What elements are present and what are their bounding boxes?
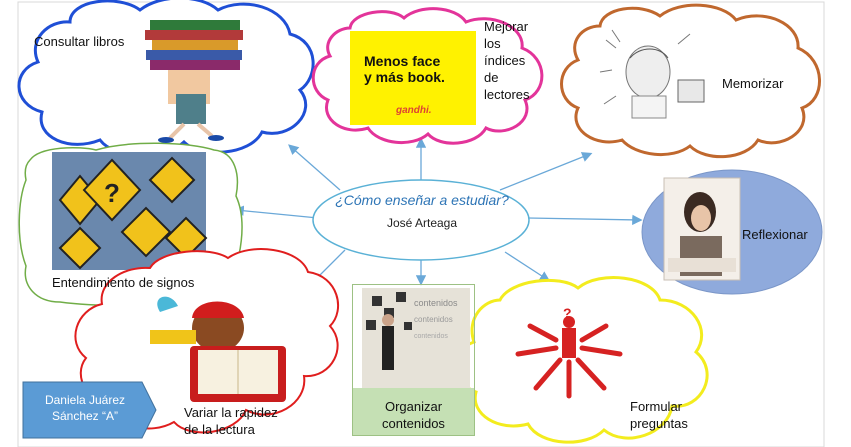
label-reflexionar: Reflexionar — [742, 227, 808, 242]
arrow-memorizar — [499, 152, 593, 191]
organizar-box-caption-bg — [353, 388, 474, 435]
svg-text:contenidos: contenidos — [414, 315, 453, 324]
author-tag-label: Daniela Juárez Sánchez “A” — [44, 393, 126, 423]
organizar-box-frame — [352, 284, 475, 436]
ad-card: Menos face y más book. gandhi. — [350, 31, 476, 125]
center-ellipse — [312, 179, 530, 261]
ad-brand: gandhi. — [396, 105, 432, 116]
label-variar: Variar la rapidez de la lectura — [184, 405, 278, 437]
road-signs-picture: ? — [52, 152, 208, 270]
center-title: ¿Cómo enseñar a estudiar? — [335, 192, 509, 208]
arrow-signos — [233, 205, 319, 219]
question-arrows-picture: ? — [515, 305, 623, 399]
svg-text:contenidos: contenidos — [414, 333, 448, 340]
brain-figure-picture — [599, 29, 705, 119]
label-mejorar: Mejorar los índices de lectores — [484, 19, 530, 102]
label-consultar-libros: Consultar libros — [34, 34, 125, 49]
ad-slogan: Menos face y más book. — [364, 53, 445, 85]
reflexionar-photo — [663, 177, 741, 281]
arrow-formular — [504, 251, 551, 282]
svg-text:?: ? — [563, 305, 572, 321]
books-picture — [145, 20, 243, 143]
svg-text:?: ? — [104, 178, 120, 208]
label-memorizar: Memorizar — [722, 76, 784, 91]
author-tag-shape — [22, 381, 157, 439]
label-formular: Formular preguntas — [630, 399, 688, 431]
arrow-reflexionar — [527, 214, 643, 226]
svg-text:contenidos: contenidos — [414, 298, 458, 308]
center-author: José Arteaga — [386, 216, 458, 230]
label-signos: Entendimiento de signos — [52, 275, 195, 290]
organizar-picture: contenidos contenidos contenidos — [362, 288, 470, 388]
label-organizar: Organizar contenidos — [382, 399, 445, 431]
boy-reading-picture — [150, 296, 286, 402]
arrow-consultar — [288, 144, 341, 191]
